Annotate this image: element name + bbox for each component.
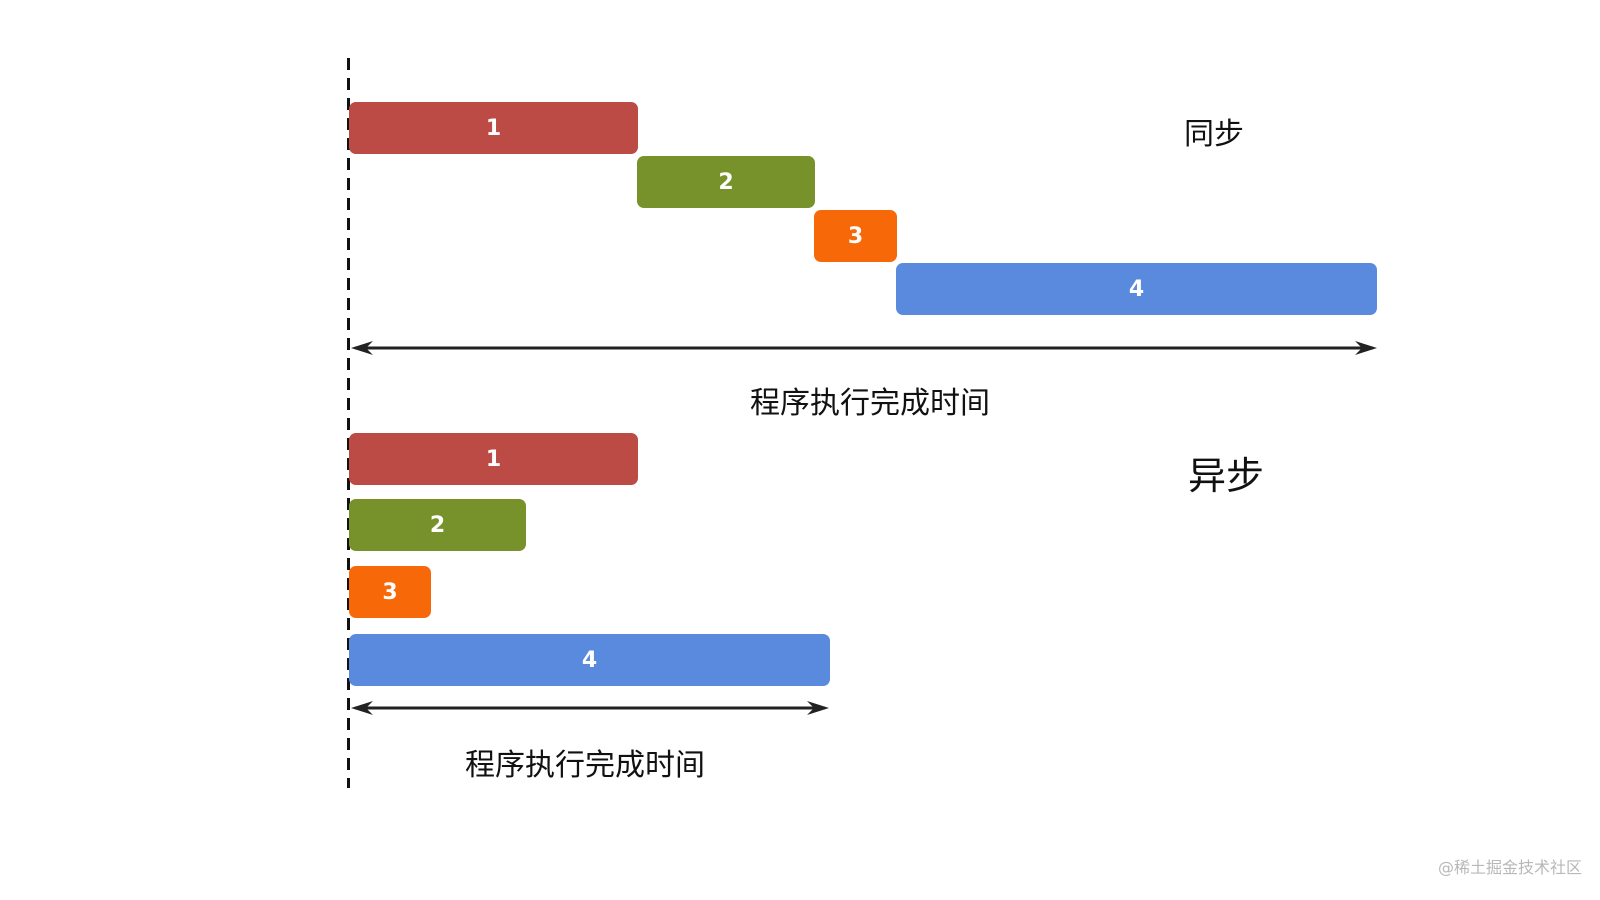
sync-task-2-label: 2 — [718, 169, 734, 195]
async-task-4-bar: 4 — [349, 634, 830, 686]
sync-duration-double-arrow — [349, 340, 1379, 356]
async-task-1-bar: 1 — [349, 433, 638, 485]
async-task-2-label: 2 — [429, 512, 446, 538]
async-task-1-label: 1 — [485, 446, 502, 472]
sync-title: 同步 — [1184, 117, 1244, 152]
async-duration-double-arrow — [349, 700, 831, 716]
sync-task-4-label: 4 — [1128, 276, 1145, 302]
async-task-3-label: 3 — [382, 579, 398, 605]
sync-duration-caption: 程序执行完成时间 — [750, 386, 990, 421]
sync-task-2-bar: 2 — [637, 156, 815, 208]
async-task-2-bar: 2 — [349, 499, 526, 551]
async-task-4-label: 4 — [581, 647, 598, 673]
sync-task-3-bar: 3 — [814, 210, 897, 262]
sync-task-1-label: 1 — [485, 115, 502, 141]
double-arrow-icon — [351, 341, 1377, 355]
async-duration-caption: 程序执行完成时间 — [465, 748, 705, 783]
sync-task-4-bar: 4 — [896, 263, 1377, 315]
async-task-3-bar: 3 — [349, 566, 431, 618]
watermark: @稀土掘金技术社区 — [1437, 858, 1582, 877]
start-time-dashed-line — [347, 58, 350, 788]
sync-task-1-bar: 1 — [349, 102, 638, 154]
double-arrow-icon — [351, 701, 829, 715]
sync-task-3-label: 3 — [847, 223, 864, 249]
async-title: 异步 — [1188, 454, 1265, 498]
